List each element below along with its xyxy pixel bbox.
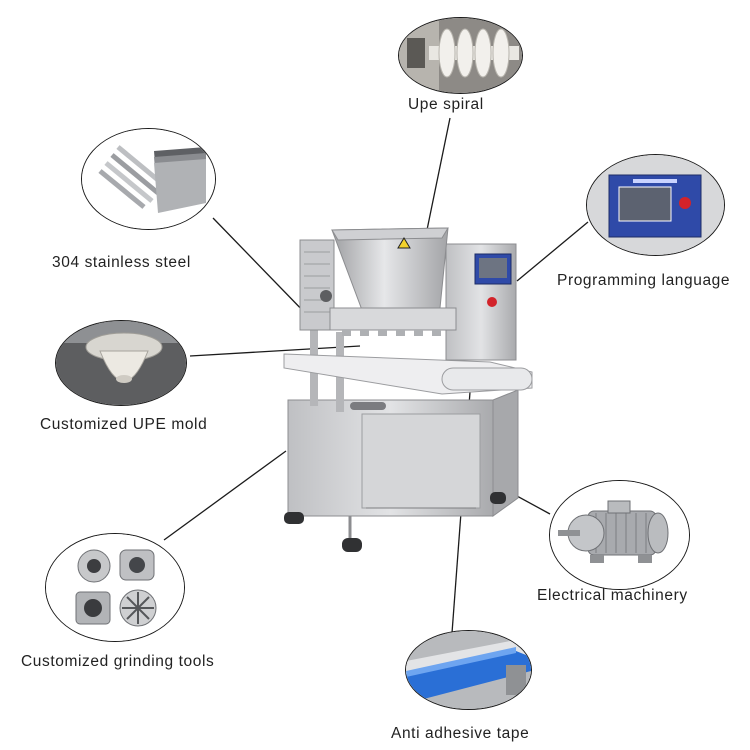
label-upe-mold: Customized UPE mold bbox=[40, 416, 208, 433]
base-cabinet-side bbox=[492, 389, 519, 517]
label-electrical-machinery: Electrical machinery bbox=[537, 587, 688, 604]
touch-panel-icon bbox=[587, 155, 724, 255]
caster-wheel bbox=[490, 492, 506, 504]
label-grinding-tools: Customized grinding tools bbox=[21, 653, 215, 670]
leader-grinding-tools bbox=[163, 450, 287, 541]
warning-sticker bbox=[397, 237, 411, 249]
cookie-depositor-machine bbox=[283, 227, 533, 552]
conveyor-belt-icon bbox=[406, 631, 531, 709]
dough-hopper bbox=[331, 227, 449, 311]
side-rack bbox=[299, 239, 335, 331]
conveyor-roller bbox=[441, 367, 533, 391]
label-upe-spiral: Upe spiral bbox=[408, 96, 484, 113]
grinding-tools-callout bbox=[45, 533, 185, 642]
electrical-machinery-callout bbox=[549, 480, 690, 590]
upe-mold-callout bbox=[55, 320, 187, 406]
cabinet-door bbox=[361, 413, 481, 509]
steel-tubes-sheets-icon bbox=[82, 129, 215, 229]
programming-language-callout bbox=[586, 154, 725, 256]
emergency-stop bbox=[487, 297, 497, 307]
grinding-dies-icon bbox=[46, 534, 184, 641]
label-programming-language: Programming language bbox=[557, 272, 731, 289]
anti-adhesive-tape-callout bbox=[405, 630, 532, 710]
label-anti-adhesive-tape: Anti adhesive tape bbox=[391, 725, 530, 742]
label-stainless-steel: 304 stainless steel bbox=[52, 254, 191, 271]
stainless-steel-callout bbox=[81, 128, 216, 230]
spiral-auger-icon bbox=[399, 18, 522, 93]
depositor-head bbox=[329, 307, 457, 331]
electric-motor-icon bbox=[550, 481, 689, 589]
nozzle-mold-icon bbox=[56, 321, 186, 405]
upe-spiral-callout bbox=[398, 17, 523, 94]
caster-wheel bbox=[342, 538, 362, 552]
caster-wheel bbox=[284, 512, 304, 524]
